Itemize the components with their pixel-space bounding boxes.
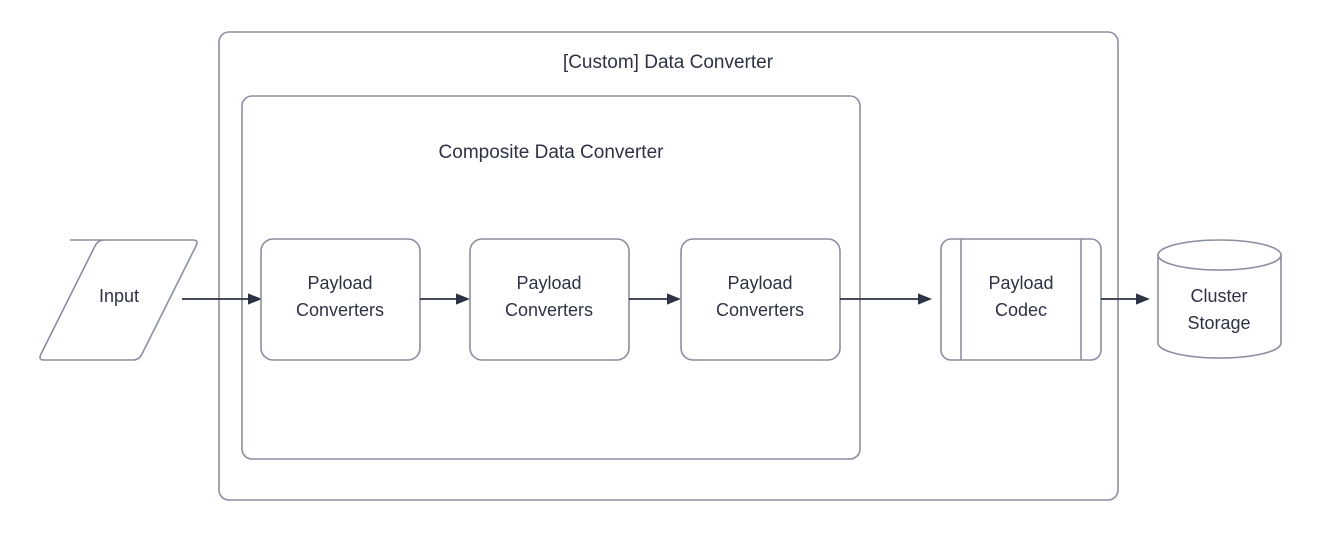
node-input-label: Input: [99, 286, 139, 306]
container-composite-data-converter-title: Composite Data Converter: [439, 142, 665, 163]
arrowhead-icon: [456, 293, 470, 305]
arrowhead-icon: [248, 293, 262, 305]
node-payload-codec-label-line1: Payload: [988, 273, 1053, 293]
container-custom-data-converter-title: [Custom] Data Converter: [563, 52, 774, 73]
node-payload-converters-1-label-line1: Payload: [307, 273, 372, 293]
node-cluster-storage-label-line2: Storage: [1187, 313, 1250, 333]
node-payload-converters-1-label-line2: Converters: [296, 300, 384, 320]
edge-input-to-payload-converters-1: [182, 293, 262, 305]
node-payload-converters-2-label-line1: Payload: [516, 273, 581, 293]
edge-payload-converters-3-to-payload-codec: [840, 293, 932, 305]
node-cluster-storage-label-line1: Cluster: [1190, 286, 1247, 306]
edge-payload-converters-2-to-3: [629, 293, 681, 305]
arrowhead-icon: [667, 293, 681, 305]
node-cluster-storage[interactable]: [1157, 239, 1282, 359]
edge-payload-codec-to-cluster-storage: [1101, 293, 1150, 305]
edge-payload-converters-1-to-2: [420, 293, 470, 305]
node-input[interactable]: [39, 239, 198, 361]
arrowhead-icon: [1136, 293, 1150, 305]
node-payload-converters-3-label-line1: Payload: [727, 273, 792, 293]
node-payload-codec-label-line2: Codec: [995, 300, 1047, 320]
arrowhead-icon: [918, 293, 932, 305]
node-payload-converters-3-label-line2: Converters: [716, 300, 804, 320]
node-payload-converters-2-label-line2: Converters: [505, 300, 593, 320]
